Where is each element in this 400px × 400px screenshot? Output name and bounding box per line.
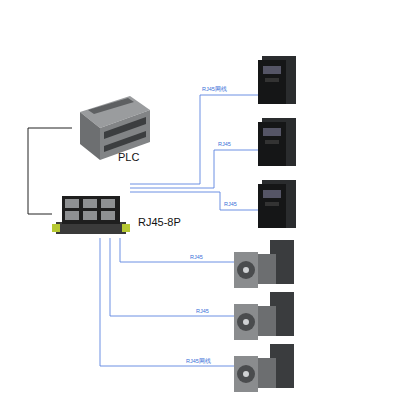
wire-label: RJ45 [218, 141, 231, 147]
wire-label: RJ45 [190, 254, 203, 260]
network-wires [100, 95, 258, 366]
wire-label: RJ45网线 [202, 86, 227, 93]
plc-unit [80, 96, 150, 160]
hub-node: RJ45-8P [52, 192, 182, 236]
node-label: PLC [118, 151, 139, 163]
wire-label: RJ45 [196, 308, 209, 314]
wire-label: RJ45网线 [186, 358, 211, 365]
servo-motors [234, 240, 294, 392]
rj45-hub [52, 196, 130, 234]
plc-node: PLC [72, 92, 152, 164]
connector-line [28, 128, 72, 214]
inverters [258, 56, 296, 228]
node-label: RJ45-8P [138, 216, 181, 228]
wire-label: RJ45 [224, 201, 237, 207]
